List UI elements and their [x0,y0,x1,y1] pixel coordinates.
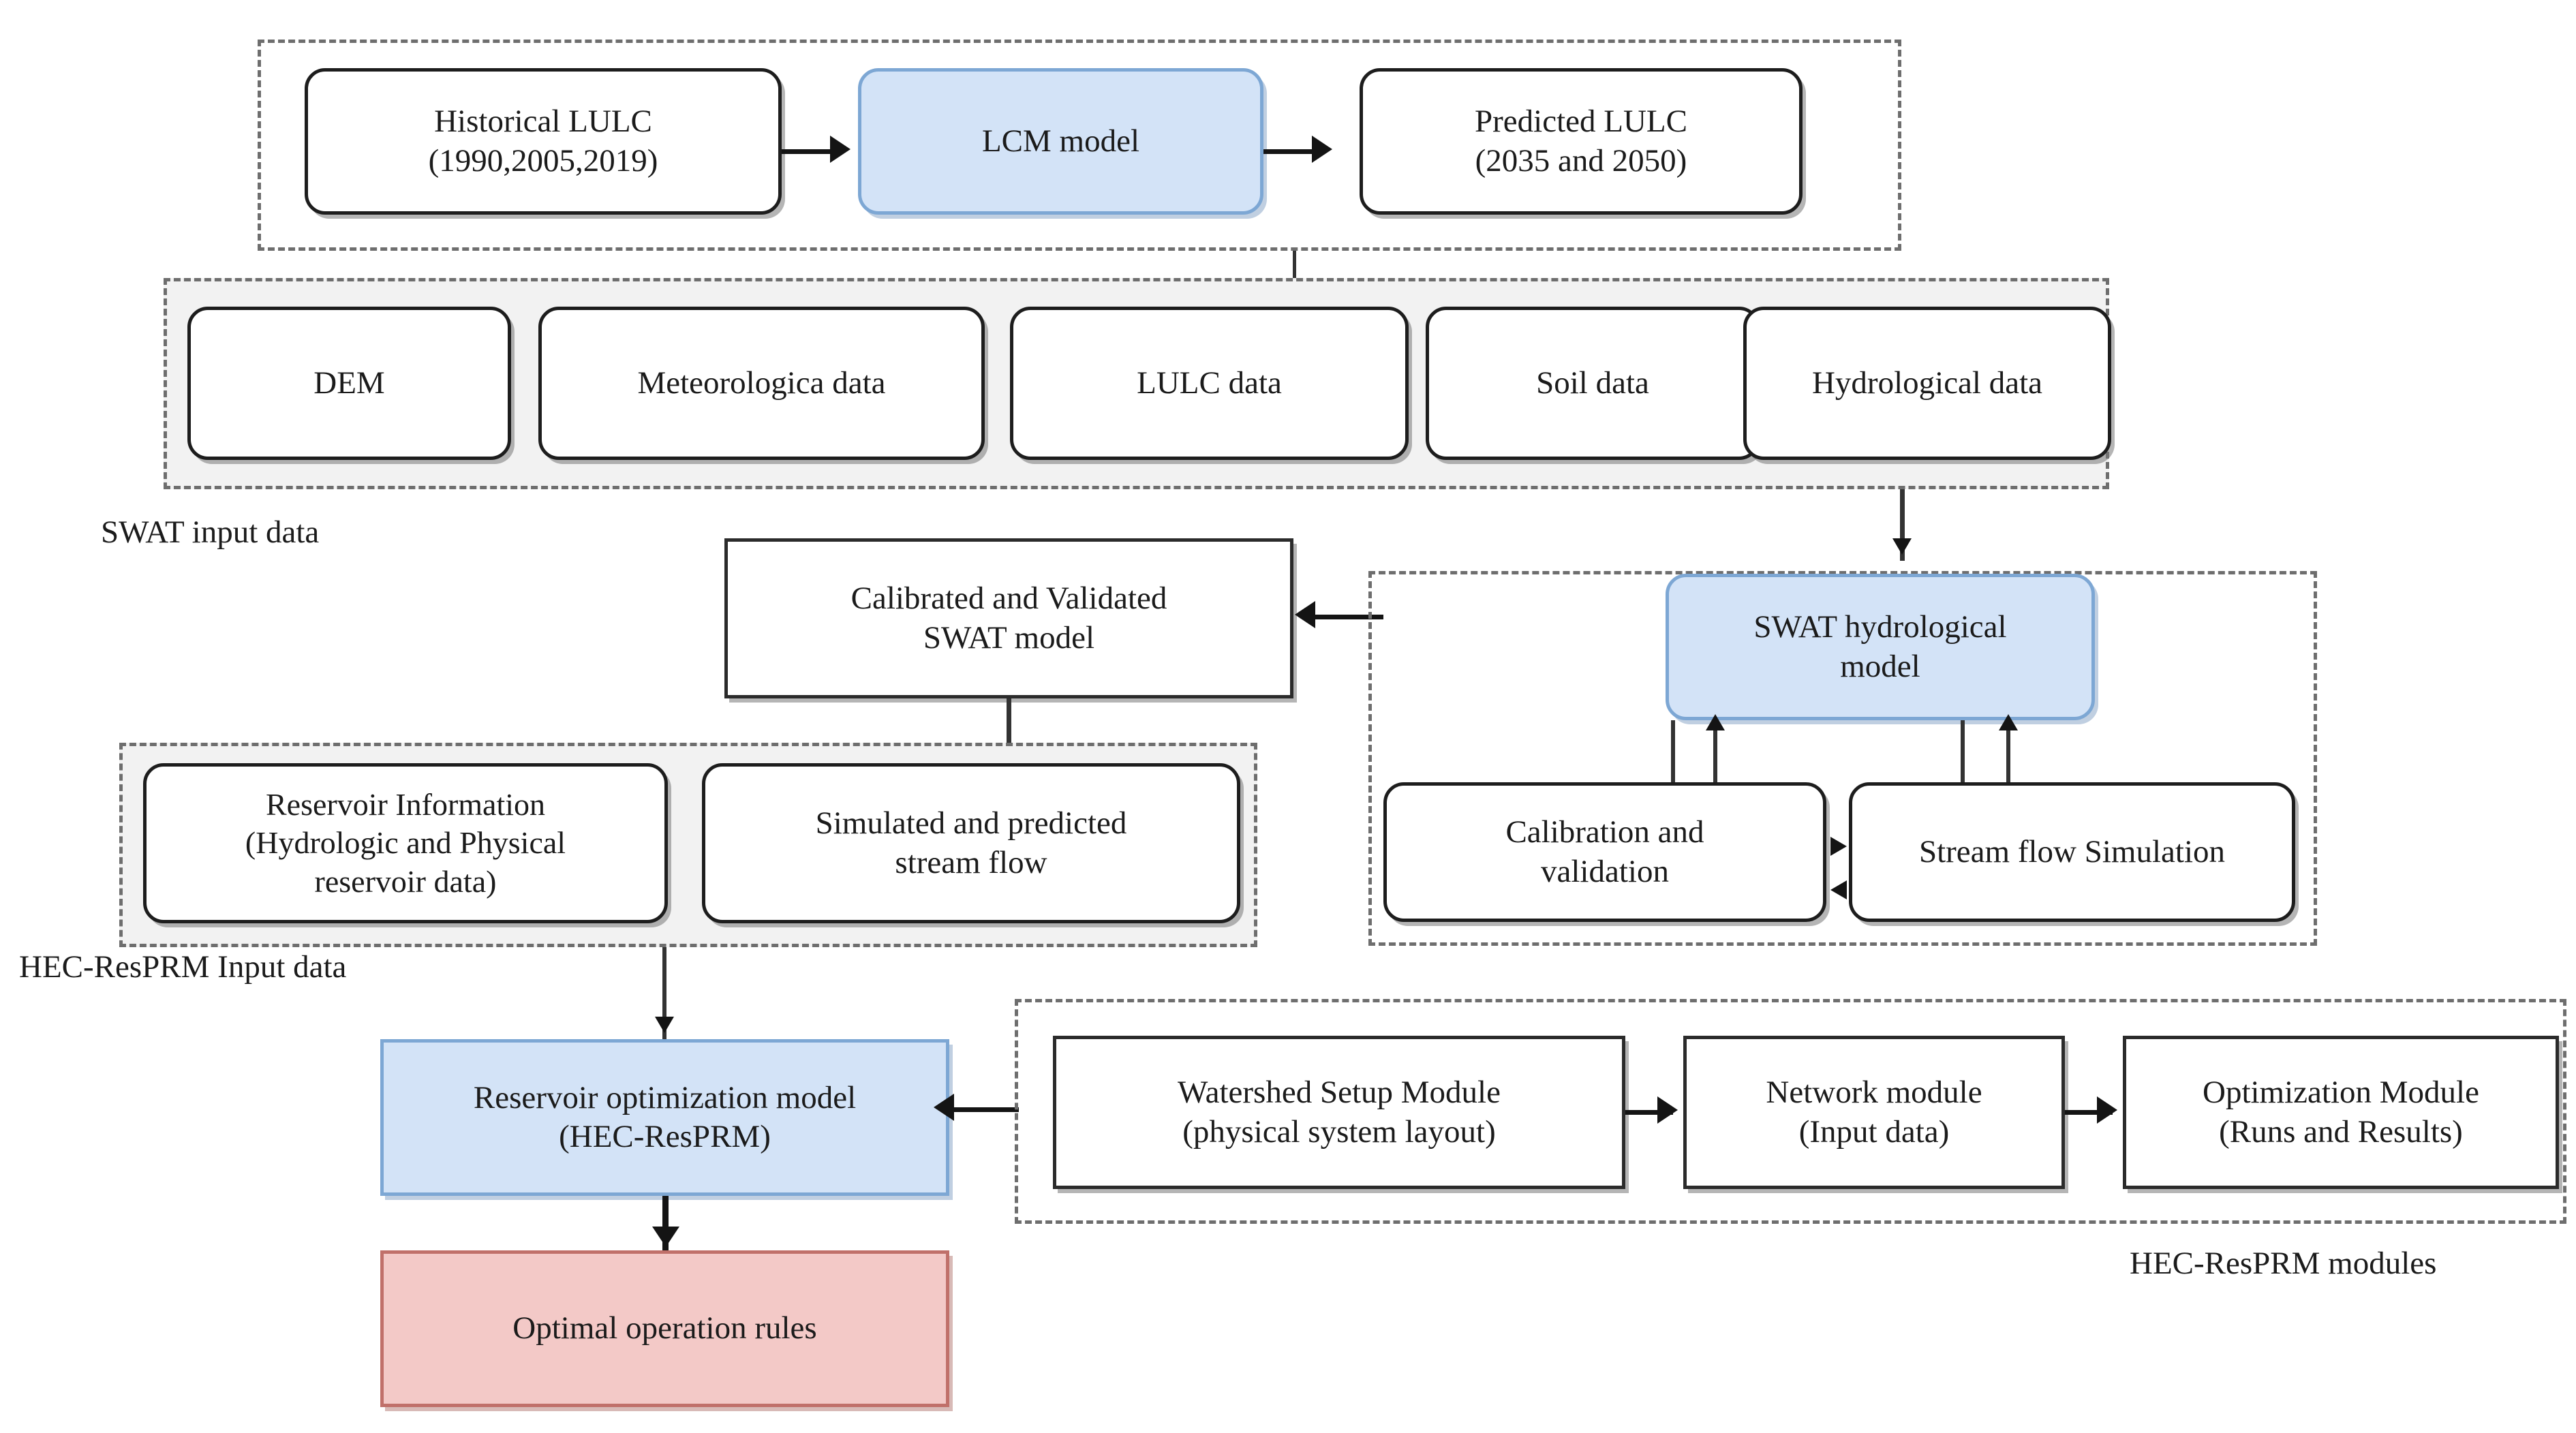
arrowhead-streamflow-to-calibration [1830,880,1847,899]
arrowhead-calibration-to-streamflow [1830,837,1847,856]
node-meteorologica-data-label: Meteorologica data [637,365,886,401]
connector-model-to-streamflow-down [1961,720,1965,812]
node-swat-hydrological-model-line1: SWAT hydrological [1753,609,2007,645]
node-watershed-setup-module[interactable]: Watershed Setup Module (physical system … [1053,1036,1625,1189]
node-network-module-line2: (Input data) [1798,1113,1950,1150]
node-predicted-lulc[interactable]: Predicted LULC (2035 and 2050) [1360,68,1803,215]
node-calibrated-validated-swat-model-line1: Calibrated and Validated [850,581,1167,617]
node-calibration-and-validation-line1: Calibration and [1505,814,1704,850]
caption-swat-input-data: SWAT input data [101,514,320,550]
connector-lcm-to-predicted [1263,149,1321,154]
node-watershed-setup-module-line1: Watershed Setup Module [1178,1075,1501,1111]
connector-calibration-to-model-up [1713,722,1717,814]
arrowhead-reservoiropt-to-rules [652,1227,679,1247]
node-watershed-setup-module-line2: (physical system layout) [1182,1113,1496,1150]
node-optimization-module-line1: Optimization Module [2203,1075,2479,1111]
connector-hecinput-to-reservoiropt [662,947,666,1043]
arrowhead-lcm-to-predicted [1312,136,1332,163]
node-reservoir-optimization-model[interactable]: Reservoir optimization model (HEC-ResPRM… [380,1039,949,1196]
caption-hec-resprm-input-data: HEC-ResPRM Input data [19,949,347,985]
node-optimal-operation-rules-label: Optimal operation rules [512,1310,817,1346]
node-reservoir-information-line3: reservoir data) [314,863,497,899]
node-historical-lulc-line2: (1990,2005,2019) [428,142,658,179]
node-historical-lulc[interactable]: Historical LULC (1990,2005,2019) [305,68,782,215]
node-optimal-operation-rules[interactable]: Optimal operation rules [380,1250,949,1407]
node-hydrological-data-label: Hydrological data [1811,365,2043,401]
node-simulated-predicted-stream-flow-line1: Simulated and predicted [815,805,1127,842]
node-simulated-predicted-stream-flow[interactable]: Simulated and predicted stream flow [702,763,1240,923]
caption-hec-resprm-modules: HEC-ResPRM modules [2130,1246,2437,1281]
node-meteorologica-data[interactable]: Meteorologica data [538,307,985,460]
node-swat-hydrological-model-line2: model [1840,648,1920,684]
node-soil-data-label: Soil data [1536,365,1649,401]
connector-modules-to-reservoiropt [954,1107,1019,1112]
node-lulc-data-label: LULC data [1137,365,1282,401]
connector-network-to-optimization [2065,1110,2113,1115]
node-optimization-module[interactable]: Optimization Module (Runs and Results) [2123,1036,2559,1189]
group-hec-resprm-modules [1015,999,2566,1224]
node-swat-hydrological-model[interactable]: SWAT hydrological model [1666,574,2095,720]
node-calibrated-validated-swat-model-line2: SWAT model [923,619,1095,656]
node-predicted-lulc-line1: Predicted LULC [1475,104,1687,140]
node-calibrated-validated-swat-model[interactable]: Calibrated and Validated SWAT model [724,538,1293,698]
connector-swatinput-to-swathydro [1900,489,1905,561]
arrowhead-swatinput-to-swathydro [1892,538,1912,555]
node-hydrological-data[interactable]: Hydrological data [1743,307,2111,460]
arrowhead-calibration-to-model-up [1706,714,1725,730]
connector-watershed-to-network [1625,1110,1673,1115]
node-reservoir-information-line1: Reservoir Information [265,787,546,822]
node-dem[interactable]: DEM [187,307,511,460]
node-reservoir-information[interactable]: Reservoir Information (Hydrologic and Ph… [143,763,668,923]
connector-swathydro-to-calibrated [1315,615,1383,619]
node-network-module[interactable]: Network module (Input data) [1683,1036,2065,1189]
node-lulc-data[interactable]: LULC data [1010,307,1409,460]
group-swat-hydrological [1368,571,2317,946]
node-predicted-lulc-line2: (2035 and 2050) [1475,142,1687,179]
node-reservoir-optimization-model-line2: (HEC-ResPRM) [559,1119,771,1154]
arrowhead-streamflow-to-model-up [1999,714,2018,730]
arrowhead-historical-to-lcm [830,136,850,163]
connector-model-to-calibration-down [1671,720,1675,812]
node-reservoir-information-line2: (Hydrologic and Physical [245,825,566,861]
arrowhead-modules-to-reservoiropt [934,1094,954,1121]
node-network-module-line1: Network module [1766,1075,1982,1111]
connector-calibrated-to-simulated [1007,698,1011,767]
node-stream-flow-simulation[interactable]: Stream flow Simulation [1849,782,2295,922]
node-simulated-predicted-stream-flow-line2: stream flow [895,844,1047,880]
node-historical-lulc-line1: Historical LULC [434,104,652,140]
group-lulc-projection [258,40,1901,251]
node-calibration-and-validation-line2: validation [1541,853,1669,889]
connector-historical-to-lcm [782,149,840,154]
node-reservoir-optimization-model-line1: Reservoir optimization model [473,1079,857,1115]
arrowhead-swathydro-to-calibrated [1295,601,1315,628]
node-calibration-and-validation[interactable]: Calibration and validation [1383,782,1826,922]
arrowhead-network-to-optimization [2097,1096,2117,1124]
arrowhead-watershed-to-network [1657,1096,1678,1124]
arrowhead-hecinput-to-reservoiropt [655,1017,674,1033]
node-soil-data[interactable]: Soil data [1426,307,1760,460]
node-dem-label: DEM [313,365,385,401]
node-lcm-model-label: LCM model [981,123,1140,159]
node-stream-flow-simulation-label: Stream flow Simulation [1918,833,2226,869]
node-lcm-model[interactable]: LCM model [858,68,1263,215]
connector-streamflow-to-model-up [2006,722,2010,814]
node-optimization-module-line2: (Runs and Results) [2219,1113,2463,1150]
connector-reservoiropt-to-rules [662,1196,669,1250]
